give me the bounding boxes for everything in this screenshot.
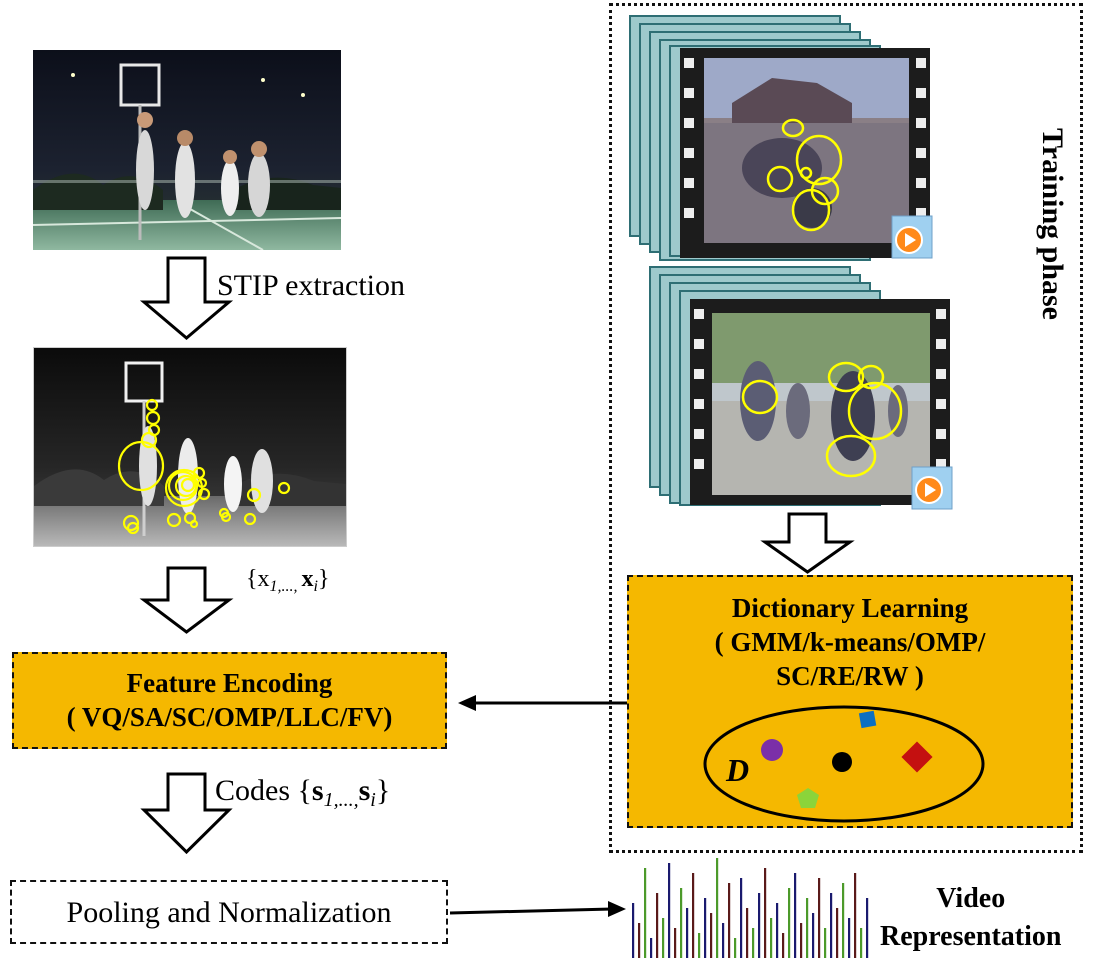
histogram-bar [638,923,641,958]
histogram-bar [704,898,707,958]
dictionary-atom-green [797,788,819,808]
histogram-bar [686,908,689,958]
video-representation-label: Video Representation [880,880,1061,956]
dictionary-learning-title: Dictionary Learning [731,593,969,623]
histogram-bar [806,898,809,958]
dictionary-learning-box: Dictionary Learning ( GMM/k-means/OMP/ S… [627,575,1073,828]
pooling-normalization-box: Pooling and Normalization [10,880,448,944]
pooling-normalization-label: Pooling and Normalization [66,896,392,929]
histogram-bar [866,898,869,958]
histogram-bar [758,893,761,958]
histogram-bar [668,863,671,958]
histogram-bar [662,918,665,958]
dictionary-symbol: D [726,752,750,788]
stip-extraction-label: STIP extraction [217,269,406,302]
histogram-bar [800,923,803,958]
histogram-bar [842,883,845,958]
histogram-bar [650,938,653,958]
training-phase-label: Training phase [1036,128,1069,320]
histogram-bar [836,908,839,958]
dictionary-atom-purple [761,739,783,761]
training-video-stack-1 [622,8,937,261]
histogram-bar [830,893,833,958]
histogram-bar [860,928,863,958]
stip-detection-frame [33,347,347,547]
histogram-bar [716,858,719,958]
histogram-bar [812,913,815,958]
training-phase-frame [609,3,1083,853]
histogram-bar [794,873,797,958]
histogram-bar [734,938,737,958]
video-representation-line1: Video [936,883,1006,914]
histogram-bar [710,913,713,958]
dictionary-atom-blue [858,710,877,729]
codes-label: Codes {s1,...,si} [215,774,391,811]
histogram-bar [764,868,767,958]
histogram-bar [746,908,749,958]
histogram-bar [740,878,743,958]
histogram-bar [824,928,827,958]
histogram-bar [674,928,677,958]
histogram-bar [644,868,647,958]
histogram-bar [632,903,635,958]
feature-encoding-box: Feature Encoding ( VQ/SA/SC/OMP/LLC/FV) [12,652,447,749]
local-features-label: {x1,..., xi} [246,566,330,595]
histogram-bar [680,888,683,958]
histogram-bar [770,918,773,958]
feature-encoding-methods: ( VQ/SA/SC/OMP/LLC/FV) [66,702,393,732]
dictionary-learning-methods-2: SC/RE/RW ) [776,661,924,691]
histogram-bar [728,883,731,958]
histogram-bar [776,903,779,958]
histogram-bar [782,933,785,958]
dictionary-atom-black [832,752,852,772]
histogram-bar [752,928,755,958]
basketball-video-frame [33,50,341,250]
histogram-bar [692,873,695,958]
histogram-bar [788,888,791,958]
histogram-bar [698,933,701,958]
histogram-bar [722,923,725,958]
histogram-bar [848,918,851,958]
histogram-bar [656,893,659,958]
training-video-stack-2 [648,261,958,511]
video-representation-line2: Representation [880,921,1062,952]
histogram-bar [854,873,857,958]
histogram-bar [818,878,821,958]
feature-encoding-title: Feature Encoding [126,668,333,698]
dictionary-learning-methods-1: ( GMM/k-means/OMP/ [714,627,986,657]
